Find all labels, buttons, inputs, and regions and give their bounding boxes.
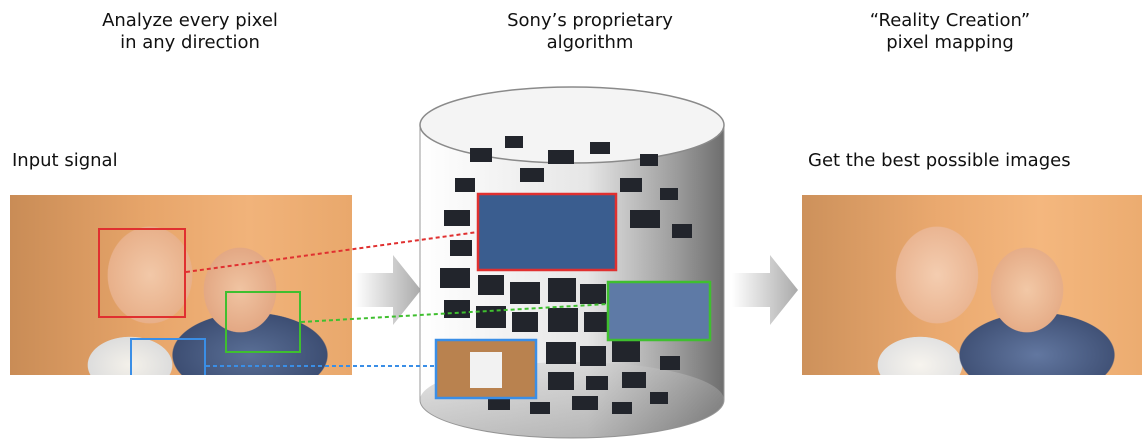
heading-analyze-line2: in any direction xyxy=(120,32,260,53)
heading-reality-line2: pixel mapping xyxy=(886,32,1014,53)
input-signal-label: Input signal xyxy=(12,150,118,171)
arrow-right-icon-1 xyxy=(355,255,421,325)
input-blue-box xyxy=(130,338,206,375)
input-green-box xyxy=(225,291,301,353)
image-tiles xyxy=(440,136,706,414)
output-label: Get the best possible images xyxy=(808,150,1071,171)
output-photo xyxy=(802,195,1142,375)
heading-algorithm: Sony’s proprietary algorithm xyxy=(460,10,720,54)
heading-reality-line1: “Reality Creation” xyxy=(869,10,1031,31)
green-connector xyxy=(300,303,609,323)
heading-analyze-line1: Analyze every pixel xyxy=(102,10,278,31)
input-red-box xyxy=(98,228,186,318)
input-photo xyxy=(10,195,352,375)
heading-algorithm-line1: Sony’s proprietary xyxy=(507,10,673,31)
red-connector xyxy=(185,231,479,273)
heading-algorithm-line2: algorithm xyxy=(546,32,634,53)
arrow-right-icon-2 xyxy=(732,255,798,325)
heading-analyze: Analyze every pixel in any direction xyxy=(60,10,320,54)
heading-reality-creation: “Reality Creation” pixel mapping xyxy=(820,10,1080,54)
